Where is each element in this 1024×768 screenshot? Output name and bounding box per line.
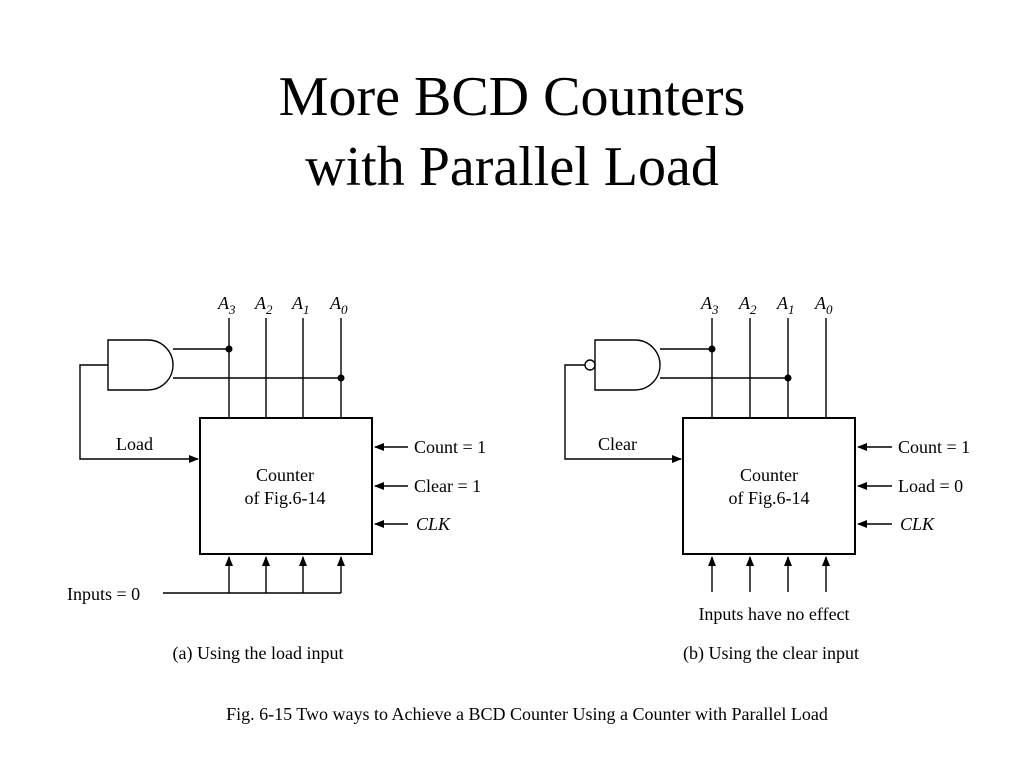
diagram-a: A3 A2 A1 A0 Load Counter of Fig.6-14 Cou… xyxy=(67,293,486,664)
output-b0-label: A0 xyxy=(814,293,833,317)
junction-a3 xyxy=(225,345,233,353)
junction-b1 xyxy=(784,374,792,382)
diagram-b: A3 A2 A1 A0 Clear Counter of Fig.6-14 Co… xyxy=(564,293,970,664)
junction-a0 xyxy=(337,374,345,382)
figure-caption: Fig. 6-15 Two ways to Achieve a BCD Coun… xyxy=(226,704,828,724)
load-label: Load xyxy=(116,434,153,454)
output-a0-label: A0 xyxy=(329,293,348,317)
counter-b-line-2: of Fig.6-14 xyxy=(729,488,810,508)
counter-a-line-1: Counter xyxy=(256,465,314,485)
clear-label-a: Clear = 1 xyxy=(414,476,481,496)
inversion-bubble-b xyxy=(584,359,596,371)
output-labels-a: A3 A2 A1 A0 xyxy=(217,293,348,317)
counter-a-line-2: of Fig.6-14 xyxy=(245,488,326,508)
output-a2-label: A2 xyxy=(254,293,273,317)
junction-b3 xyxy=(708,345,716,353)
clk-label-b: CLK xyxy=(900,514,935,534)
output-b3-label: A3 xyxy=(700,293,719,317)
and-gate-a xyxy=(107,339,174,391)
clear-feedback-wire xyxy=(564,364,682,463)
count-label-a: Count = 1 xyxy=(414,437,486,457)
output-labels-b: A3 A2 A1 A0 xyxy=(700,293,833,317)
caption-a: (a) Using the load input xyxy=(173,643,344,664)
counter-box-a xyxy=(199,417,373,555)
clear-label: Clear xyxy=(598,434,637,454)
slide-title: More BCD Counters with Parallel Load xyxy=(0,62,1024,202)
counter-box-b xyxy=(682,417,856,555)
title-line-1: More BCD Counters xyxy=(278,66,746,128)
output-b2-label: A2 xyxy=(738,293,757,317)
output-b1-label: A1 xyxy=(776,293,795,317)
title-line-2: with Parallel Load xyxy=(305,136,719,198)
counter-b-line-1: Counter xyxy=(740,465,798,485)
clk-label-a: CLK xyxy=(416,514,451,534)
caption-b: (b) Using the clear input xyxy=(683,643,859,664)
load-feedback-wire xyxy=(79,364,199,463)
count-label-b: Count = 1 xyxy=(898,437,970,457)
load-label-b: Load = 0 xyxy=(898,476,963,496)
inputs-label-b: Inputs have no effect xyxy=(698,604,849,624)
inputs-label-a: Inputs = 0 xyxy=(67,584,140,604)
nand-gate-b xyxy=(594,339,661,391)
output-a3-label: A3 xyxy=(217,293,236,317)
output-a1-label: A1 xyxy=(291,293,310,317)
